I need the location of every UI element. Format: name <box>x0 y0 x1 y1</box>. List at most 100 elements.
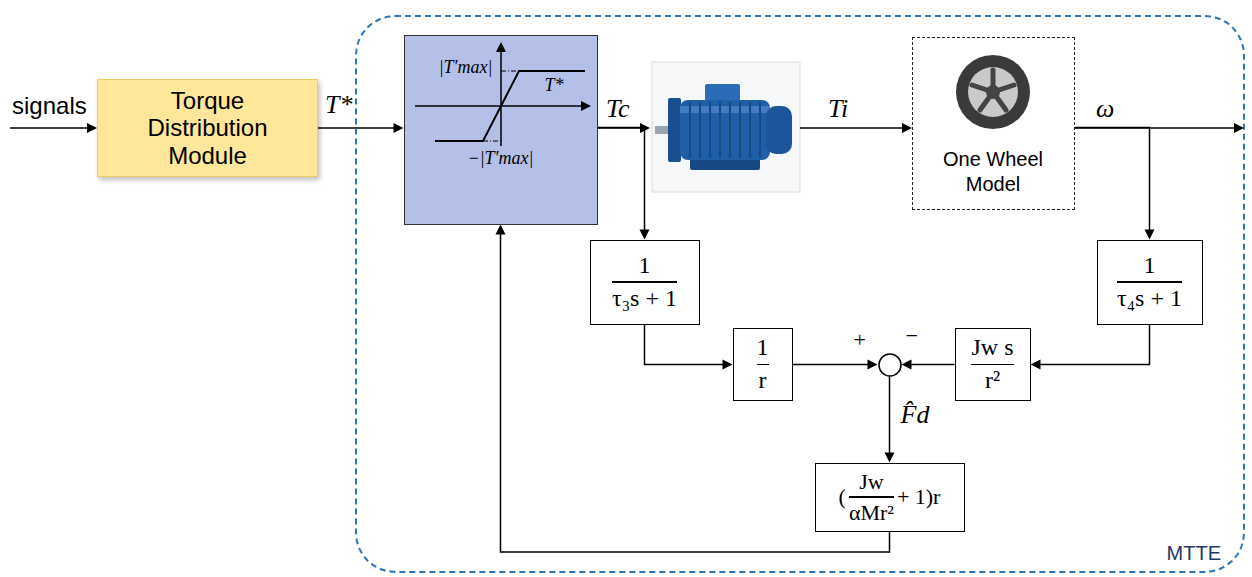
arrow-head <box>581 101 591 111</box>
arrow-head <box>87 123 97 133</box>
formula-tail: + 1)r <box>897 484 941 509</box>
motor-illustration <box>652 62 800 192</box>
module-label: Torque Distribution Module <box>123 87 293 170</box>
label-holder: Tc <box>606 96 630 122</box>
label-holder: Ti <box>828 96 848 122</box>
text-holder: Jw s r² <box>956 329 1030 400</box>
arrow-head <box>885 453 895 463</box>
denominator: τ₃s + 1 <box>612 285 677 313</box>
label-holder: signals <box>12 94 87 118</box>
limit-label: T* <box>545 75 564 95</box>
fraction: Jw αMr² <box>849 469 894 525</box>
sign-holder: + <box>854 327 866 352</box>
arrow-head <box>723 360 733 370</box>
axis <box>415 105 582 107</box>
arrow-head <box>1234 123 1244 133</box>
connector-line <box>645 325 725 365</box>
cooling-fins <box>690 102 760 158</box>
denominator: r² <box>985 367 1000 395</box>
arrow-head <box>1145 230 1155 240</box>
connector <box>793 360 878 370</box>
terminal-box <box>705 84 740 101</box>
fraction: Jw s r² <box>971 334 1013 395</box>
fraction-bar <box>757 364 769 366</box>
limit-label: |T′max| <box>439 57 493 77</box>
arrow-head <box>496 42 506 52</box>
fraction: 1 τ₄s + 1 <box>1117 252 1182 313</box>
label-holder: T* <box>323 92 354 118</box>
label-holder: One Wheel Model <box>913 147 1074 197</box>
label-holder: |T′max| <box>439 58 493 76</box>
transfer-function-box: 1 τ₄s + 1 <box>1097 240 1203 325</box>
wheel-icon <box>913 44 1073 144</box>
connector-line <box>1075 128 1150 232</box>
guide-line <box>501 70 519 71</box>
motor-body <box>680 100 770 160</box>
numerator: Jw s <box>971 334 1013 362</box>
label-holder: F̂d <box>899 402 932 428</box>
junction-circle <box>878 353 902 377</box>
gain-box: 1r <box>733 328 793 401</box>
torque-wire <box>800 127 904 129</box>
signal-name: F̂d <box>901 400 930 429</box>
sign-holder: − <box>906 323 918 348</box>
summing-junction: +− <box>878 353 902 377</box>
fraction: 1 τ₃s + 1 <box>612 252 677 313</box>
connector <box>885 377 895 463</box>
numerator: Jw <box>859 469 883 494</box>
text-holder: Torque Distribution Module <box>98 80 317 176</box>
arrow-head <box>868 360 878 370</box>
spokes <box>972 70 1014 110</box>
denominator: τ₄s + 1 <box>1117 285 1182 313</box>
connector-line <box>793 364 870 366</box>
label-holder: ω <box>1096 96 1114 122</box>
signal-name: Tc <box>606 94 630 123</box>
arrow-head <box>902 360 912 370</box>
numerator: 1 <box>638 252 650 280</box>
text-holder: 1 τ₄s + 1 <box>1098 241 1202 324</box>
sign-label: − <box>906 323 918 348</box>
denominator: αMr² <box>849 500 894 525</box>
text-holder: 1r <box>734 329 792 400</box>
block-label: One Wheel Model <box>928 147 1058 197</box>
connector <box>645 325 733 370</box>
wheel-model-box: One Wheel Model <box>912 37 1075 210</box>
region-label-holder: MTTE <box>1167 543 1221 563</box>
fraction-bar <box>971 364 1013 366</box>
limit-label: −|T′max| <box>468 148 534 168</box>
connector <box>598 128 650 240</box>
module-box: Torque Distribution Module <box>97 79 318 177</box>
gain-box: ( Jw αMr²+ 1)r <box>815 463 965 532</box>
arrow-head <box>394 123 404 133</box>
arrow-head <box>496 225 506 235</box>
fraction: 1r <box>757 334 769 395</box>
connector-line <box>1039 325 1150 365</box>
hub <box>986 85 1000 99</box>
arrow-head <box>640 230 650 240</box>
arrow-head <box>1031 360 1041 370</box>
saturation-graph <box>405 36 599 226</box>
numerator: 1 <box>757 334 769 362</box>
text-holder: 1 τ₃s + 1 <box>591 241 699 324</box>
signal-name: ω <box>1096 94 1114 123</box>
guide-line <box>483 140 501 141</box>
connector <box>318 123 404 133</box>
label-holder: T* <box>545 76 564 94</box>
connector-line <box>598 128 645 232</box>
numerator: 1 <box>1143 252 1155 280</box>
connector-line <box>910 364 955 366</box>
label-holder: −|T′max| <box>445 149 557 167</box>
connector <box>1031 325 1150 370</box>
input-wire <box>10 127 89 129</box>
denominator: r <box>759 367 767 395</box>
motor-highlight <box>680 106 770 113</box>
input-label: signals <box>12 92 87 119</box>
rim <box>968 67 1018 117</box>
saturation-curve <box>435 71 585 141</box>
transfer-function-box: Jw s r² <box>955 328 1031 401</box>
signal-name: T* <box>325 90 352 119</box>
saturation-block: |T′max| T* −|T′max| <box>404 35 598 225</box>
connector <box>902 360 955 370</box>
bracket: ( <box>839 484 846 509</box>
